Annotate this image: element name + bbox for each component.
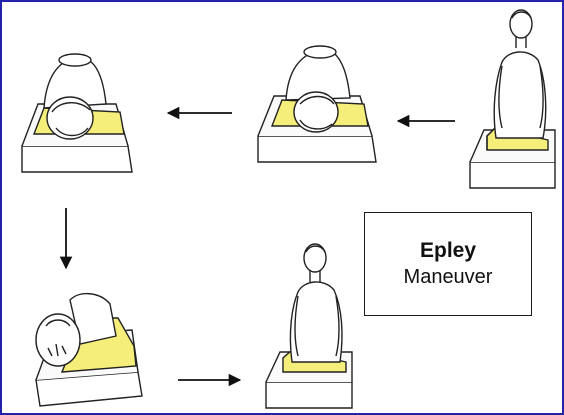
step-return-sitting <box>266 244 352 408</box>
step-sitting <box>470 10 555 188</box>
step-side-lying <box>36 294 142 406</box>
diagram-subtitle: Maneuver <box>404 264 493 290</box>
step-supine-head-right <box>258 46 376 162</box>
step-supine-head-left <box>22 54 132 172</box>
diagram-title: Epley <box>420 238 476 264</box>
title-box: Epley Maneuver <box>364 212 532 316</box>
